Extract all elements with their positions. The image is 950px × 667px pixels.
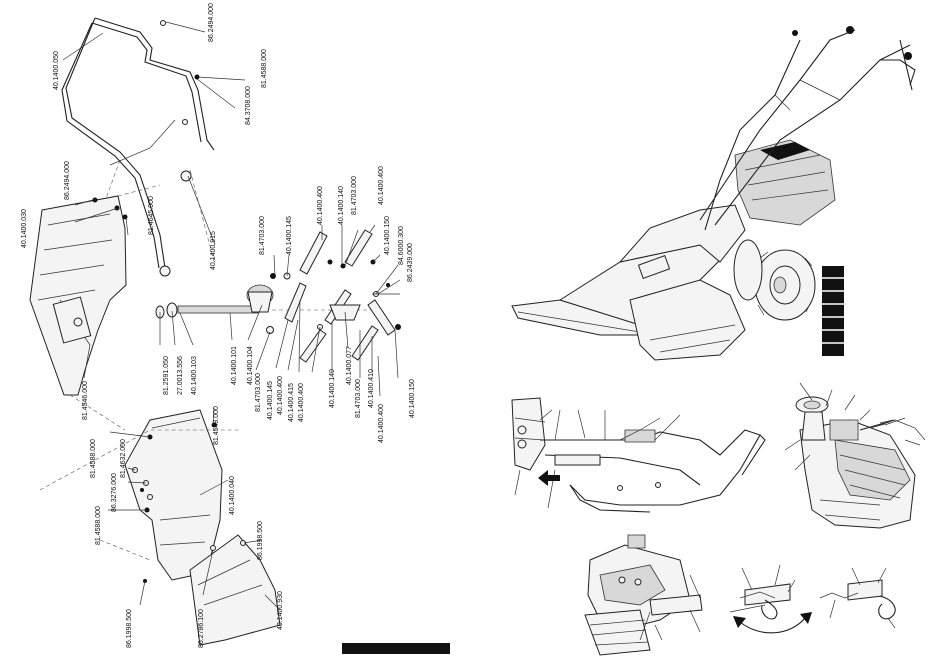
part-label: 40.1400.101 xyxy=(231,346,238,385)
part-label: 86.2439.000 xyxy=(407,243,414,282)
part-label: 40.1400.077 xyxy=(346,346,353,385)
mower-illustration xyxy=(511,26,916,361)
guard-plate xyxy=(29,184,161,431)
part-label: 86.2786.100 xyxy=(198,609,205,648)
part-label: 40.1400.415 xyxy=(288,383,295,422)
center-shaft-assembly xyxy=(155,272,380,334)
part-label: 40.1400.400 xyxy=(277,376,284,415)
handlebar xyxy=(61,17,216,277)
part-label: 81.2591.050 xyxy=(163,356,170,395)
direction-arrow-icon xyxy=(538,470,560,486)
part-label: 40.1400.400 xyxy=(378,166,385,205)
part-label: 81.4703.000 xyxy=(255,373,262,412)
detail-pulley-view xyxy=(784,382,926,529)
part-label: 81.4645.000 xyxy=(148,196,155,235)
part-label: 40.1400.140 xyxy=(338,186,345,225)
part-label: 81.4546.000 xyxy=(82,381,89,420)
part-labels: 40.1400.050 86.2494.000 81.4588.000 84.3… xyxy=(21,3,416,648)
part-label: 81.4548.000 xyxy=(213,406,220,445)
detail-spring-closed xyxy=(729,564,796,620)
part-label: 40.1400.030 xyxy=(21,209,28,248)
color-chip-strip xyxy=(822,266,844,356)
part-label: 40.1400.050 xyxy=(53,51,60,90)
part-label: 81.4703.000 xyxy=(351,176,358,215)
part-label: 86.3276.000 xyxy=(111,473,118,512)
part-label: 40.1400.145 xyxy=(286,216,293,255)
part-label: 40.1400.400 xyxy=(298,383,305,422)
part-label: 40.1400.145 xyxy=(267,381,274,420)
part-label: 40.1400.140 xyxy=(329,369,336,408)
part-label: 81.4632.000 xyxy=(120,439,127,478)
part-label: 81.4588.000 xyxy=(90,439,97,478)
part-label: 40.1400.104 xyxy=(247,346,254,385)
part-label: 40.1400.400 xyxy=(378,404,385,443)
part-label: 40.1400.400 xyxy=(317,186,324,225)
part-label: 84.6000.300 xyxy=(398,226,405,265)
part-label: 86.2494.000 xyxy=(208,3,215,42)
part-label: 84.3708.000 xyxy=(245,86,252,125)
footer-bar xyxy=(342,643,450,654)
rotation-arrow-icon xyxy=(739,617,806,634)
part-label: 81.4588.000 xyxy=(95,506,102,545)
part-label: 40.1400.103 xyxy=(191,356,198,395)
detail-wheel-view xyxy=(584,534,703,656)
part-label: 40.1400.040 xyxy=(229,476,236,515)
detail-frame-view xyxy=(511,397,766,513)
part-label: 86.1998.500 xyxy=(126,609,133,648)
part-label: 81.4588.000 xyxy=(261,49,268,88)
part-label: 81.4703.000 xyxy=(355,379,362,418)
part-label: 40.1400.915 xyxy=(210,231,217,270)
part-label: 40.1400.930 xyxy=(277,591,284,630)
lever-linkage xyxy=(284,229,401,363)
part-label: 40.1400.150 xyxy=(409,379,416,418)
part-label: 86.1998.500 xyxy=(257,521,264,560)
part-label: 27.0013.556 xyxy=(177,356,184,395)
part-label: 40.1400.150 xyxy=(384,216,391,255)
exploded-view: 40.1400.050 86.2494.000 81.4588.000 84.3… xyxy=(21,3,450,654)
leader-lines xyxy=(62,21,401,611)
part-label: 86.2494.000 xyxy=(64,161,71,200)
detail-spring-open xyxy=(819,567,896,629)
part-label: 81.4703.000 xyxy=(259,216,266,255)
part-label: 40.1400.410 xyxy=(368,369,375,408)
